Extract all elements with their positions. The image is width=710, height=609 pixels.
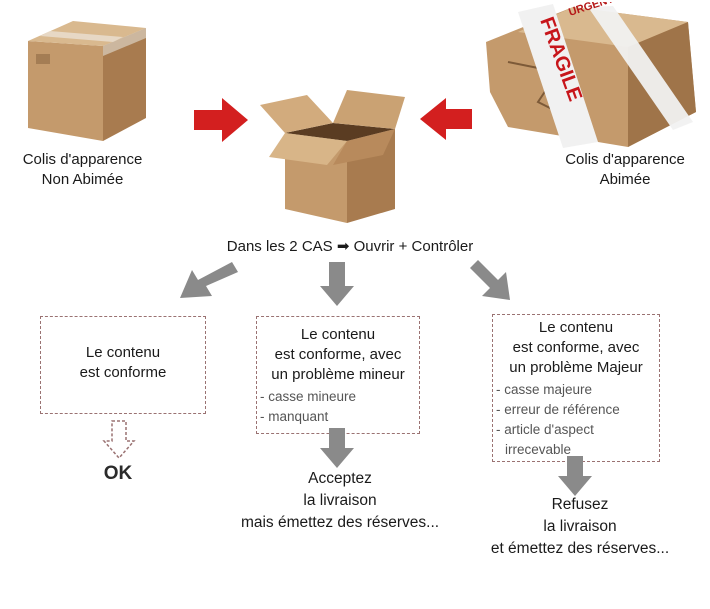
- outcome-refuse-line2: la livraison: [543, 518, 617, 535]
- case2-item-minor-break: casse mineure: [260, 387, 419, 407]
- case3-item-major-break: casse majeure: [496, 380, 659, 400]
- case-box-conform: Le contenu est conforme: [40, 316, 206, 414]
- outline-arrow-down-icon: [102, 420, 136, 460]
- grey-arrow-down-right-icon: [470, 260, 510, 300]
- case2-items: casse mineure manquant: [260, 387, 419, 427]
- case3-title-line2: est conforme, avec: [512, 339, 640, 356]
- red-arrow-left-icon: [420, 98, 472, 140]
- outcome-accept: Acceptez la livraison mais émettez des r…: [200, 468, 480, 534]
- case2-title-line3: un problème mineur: [271, 366, 405, 383]
- caption-not-damaged: Colis d'apparence Non Abimée: [0, 150, 165, 190]
- case2-item-missing: manquant: [260, 407, 419, 427]
- case1-title-line1: Le contenu: [85, 344, 161, 361]
- grey-arrow-down-icon-3: [558, 456, 592, 496]
- case2-title-line1: Le contenu: [300, 326, 376, 343]
- caption-damaged-line1: Colis d'apparence: [565, 151, 685, 168]
- closed-package-image: [28, 21, 146, 141]
- case-box-minor-problem: Le contenu est conforme, avec un problèm…: [256, 316, 420, 434]
- instruction-line: Dans les 2 CAS ➡ Ouvrir + Contrôler: [170, 237, 530, 257]
- case3-item-reference-error: erreur de référence: [496, 400, 659, 420]
- instruction-arrow-icon: ➡: [336, 238, 350, 255]
- case3-title-line3: un problème Majeur: [509, 359, 643, 376]
- caption-damaged-line2: Abimée: [599, 171, 651, 188]
- outcome-refuse: Refusez la livraison et émettez des rése…: [450, 494, 710, 560]
- case1-title-line2: est conforme: [79, 364, 167, 381]
- case3-title-line1: Le contenu: [538, 319, 614, 336]
- case3-items: casse majeure erreur de référence articl…: [496, 380, 659, 460]
- instruction-open-check: Ouvrir + Contrôler: [353, 238, 474, 255]
- outcome-refuse-line1: Refusez: [551, 496, 609, 513]
- caption-not-damaged-line1: Colis d'apparence: [22, 151, 143, 168]
- case3-item-unacceptable: irrecevable: [505, 442, 572, 457]
- grey-arrow-down-icon: [320, 262, 354, 306]
- grey-arrow-down-left-icon: [180, 262, 238, 298]
- outcome-refuse-line3: et émettez des réserves...: [490, 540, 670, 557]
- grey-arrow-down-icon-2: [320, 428, 354, 468]
- caption-not-damaged-line2: Non Abimée: [41, 171, 124, 188]
- outcome-ok: OK: [103, 463, 133, 484]
- caption-damaged: Colis d'apparence Abimée: [540, 150, 710, 190]
- case3-item-aspect: article d'aspect: [496, 420, 659, 440]
- open-package-image: [260, 90, 405, 223]
- case-box-major-problem: Le contenu est conforme, avec un problèm…: [492, 314, 660, 462]
- outcome-accept-line1: Acceptez: [308, 470, 372, 487]
- case2-title-line2: est conforme, avec: [274, 346, 402, 363]
- red-arrow-right-icon: [194, 98, 248, 142]
- instruction-both-cases: Dans les 2 CAS: [226, 238, 333, 255]
- outcome-accept-line3: mais émettez des réserves...: [240, 514, 440, 531]
- damaged-package-image: FRAGILE URGENT: [486, 2, 696, 148]
- outcome-accept-line2: la livraison: [303, 492, 377, 509]
